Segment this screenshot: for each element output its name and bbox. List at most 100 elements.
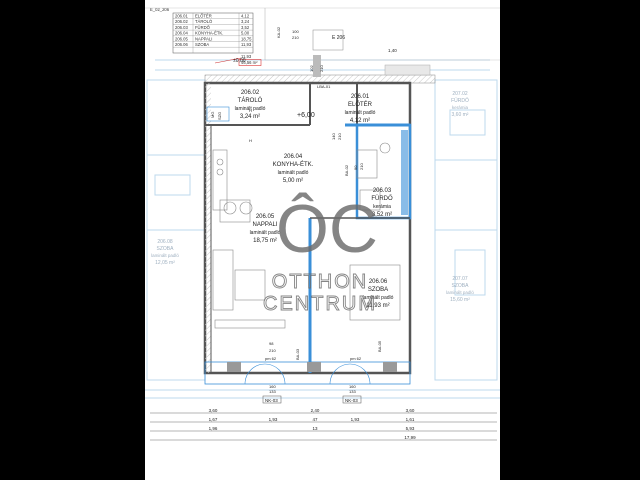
watermark-logo: ÔC: [276, 191, 378, 267]
room-area: 3,24 m²: [240, 114, 260, 120]
win-h1-left: 160: [269, 384, 276, 389]
room-name: ELŐTÉR: [348, 101, 373, 108]
door-ba02: BA-02: [344, 164, 349, 176]
watermark-line2: CENTRUM: [263, 293, 377, 315]
dimension-value: 5,93: [406, 426, 415, 431]
room-floor: kerámia: [373, 204, 391, 210]
entry-door-block: E 206 100 210 KA-02 1,40: [276, 26, 397, 53]
dim-top-right: 1,40: [388, 48, 397, 53]
dimension-value: 3,60: [406, 408, 415, 413]
area-table-name: FÜRDŐ: [195, 25, 211, 30]
watermark-line1: OTTHON: [272, 271, 368, 293]
room-area: 5,00 m²: [283, 178, 303, 184]
level-top: ±0,00: [233, 58, 246, 64]
room-name: FÜRDŐ: [371, 195, 393, 202]
dimension-value: 1,93: [351, 417, 360, 422]
room-area: 3,52 m²: [372, 212, 392, 218]
dimension-value: 17,99: [404, 435, 416, 440]
sheet-code: E_02_206: [150, 7, 170, 12]
dimension-value: 1,93: [269, 417, 278, 422]
area-table-id: 206.05: [175, 36, 188, 41]
area-table-name: TÁROLÓ: [195, 19, 213, 24]
apartment-walls: [203, 81, 412, 375]
ghost-room-name: SZOBA: [452, 283, 470, 289]
area-table-area: 3,52: [241, 25, 250, 30]
room-area: 11,93 m²: [366, 303, 389, 309]
door-size-210-d: 210: [359, 163, 364, 170]
ghost-room-floor: laminált padló: [446, 290, 474, 295]
room-floor: laminált padló: [363, 295, 394, 301]
dimension-value: 1,96: [209, 426, 218, 431]
ghost-room-number: 207.07: [452, 276, 468, 282]
furniture: [212, 142, 401, 329]
area-table-id: 206.04: [175, 31, 188, 36]
facade-windows: [204, 361, 411, 385]
win-h2-right: 133: [349, 389, 356, 394]
room-floor: laminált padló: [235, 106, 266, 112]
area-table-id: 206.06: [175, 42, 188, 47]
door-size-210-b: 210: [319, 65, 324, 72]
room-number: 206.03: [373, 188, 392, 194]
ghost-room-area: 3,60 m²: [452, 112, 469, 118]
dimension-value: 2,40: [311, 408, 320, 413]
door-ba03: BA-03: [295, 348, 300, 360]
area-table-name: NAPPALI: [195, 36, 212, 41]
dimension-value: 47: [312, 417, 318, 422]
area-table-id: 206.03: [175, 25, 188, 30]
room-floor: laminált padló: [278, 170, 309, 176]
area-table-area: 4,12: [241, 14, 250, 19]
room-area: 4,12 m²: [350, 118, 370, 124]
area-total-1: 11,93: [241, 54, 252, 59]
area-table-area: 5,00: [241, 31, 250, 36]
door-size-90: 90: [353, 165, 358, 170]
dimension-value: 3,60: [209, 408, 218, 413]
door-size-210-e: 210: [269, 348, 276, 353]
room-floor: laminált padló: [250, 230, 281, 236]
door-size-140: 140: [331, 133, 336, 140]
door-ka: KA-02: [276, 26, 281, 38]
room-floor: laminált padló: [345, 110, 376, 116]
ghost-room-area: 12,05 m²: [155, 260, 175, 266]
ghost-room-floor: kerámia: [452, 105, 469, 110]
ghost-room-floor: laminált padló: [151, 253, 179, 258]
room-number: 206.02: [241, 90, 260, 96]
area-table-area: 3,24: [241, 19, 250, 24]
door-size-98: 98: [269, 341, 274, 346]
h-mark-1: H: [249, 138, 252, 143]
room-name: SZOBA: [368, 287, 388, 293]
dimension-value: 1,67: [209, 417, 218, 422]
win-h2-left: 133: [269, 389, 276, 394]
ghost-room-number: 207.02: [452, 91, 468, 97]
door-size-210: 210: [292, 35, 299, 40]
door-lba: LBA-01: [317, 84, 331, 89]
window-nk-right: NK-03: [345, 398, 358, 403]
area-table-name: SZOBA: [195, 42, 209, 47]
ghost-room-name: FÜRDŐ: [451, 97, 469, 104]
otthon-centrum-watermark: ÔC OTTHON CENTRUM: [263, 191, 378, 315]
room-number: 206.01: [351, 94, 370, 100]
mg-label: MG: [210, 112, 215, 118]
door-size-100: 100: [292, 29, 299, 34]
door-size-102: 102: [309, 65, 314, 72]
area-table-id: 206.02: [175, 19, 188, 24]
room-number: 206.05: [256, 214, 275, 220]
szg-label: SZG: [217, 112, 222, 120]
level-mid: +6,00: [297, 112, 315, 119]
area-table-name: KONYHA-ÉTK.: [195, 31, 223, 36]
room-number: 206.06: [369, 279, 388, 285]
room-area: 18,75 m²: [253, 238, 277, 244]
area-total-2: 46,56 m²: [241, 60, 258, 65]
room-name: TÁROLÓ: [238, 97, 263, 104]
pm-right: pm 62: [350, 356, 362, 361]
area-table-name: ELŐTÉR: [195, 14, 212, 19]
door-size-210-c: 210: [337, 133, 342, 140]
area-table-area: 18,75: [241, 36, 252, 41]
ghost-room-area: 15,60 m²: [450, 297, 470, 303]
window-nk-left: NK-03: [265, 398, 278, 403]
door-ba05: BA-05: [377, 340, 382, 352]
ghost-room-number: 206.08: [157, 239, 173, 245]
